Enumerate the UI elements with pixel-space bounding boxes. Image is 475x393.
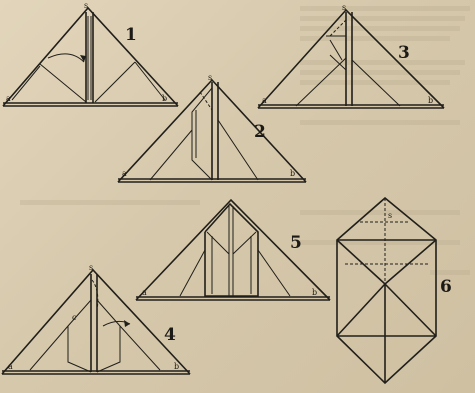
figure-4-point-a: a [8, 362, 13, 371]
figure-5-point-b: b [312, 288, 317, 297]
figure-2-point-b: b [290, 169, 295, 178]
figure-2-point-s: s [208, 73, 212, 82]
figure-3-label: 3 [398, 43, 410, 63]
figure-4-point-c: c [72, 313, 77, 322]
figure-6 [336, 196, 437, 385]
figure-2-point-a: a [122, 169, 127, 178]
figure-2-label: 2 [254, 122, 266, 142]
figure-4-point-b: b [174, 362, 179, 371]
figure-1 [2, 6, 179, 107]
figure-4-point-s: s [89, 263, 93, 272]
figure-6-point-s: s [388, 211, 392, 220]
figure-1-label: 1 [125, 25, 137, 45]
figure-1-point-b: b [162, 94, 167, 103]
figure-6-label: 6 [440, 277, 452, 297]
figure-4 [1, 268, 191, 375]
figure-5-point-a: a [142, 288, 147, 297]
figure-3-point-b: b [428, 96, 433, 105]
figure-1-point-s: s [84, 1, 88, 10]
figure-4-label: 4 [164, 325, 176, 345]
figure-1-point-a: a [6, 94, 11, 103]
figure-5 [135, 198, 331, 301]
figure-3-point-s: s [342, 3, 346, 12]
figure-3-point-a: a [262, 96, 267, 105]
figure-5-label: 5 [290, 233, 302, 253]
figure-3 [257, 8, 445, 109]
figure-2 [117, 78, 307, 183]
